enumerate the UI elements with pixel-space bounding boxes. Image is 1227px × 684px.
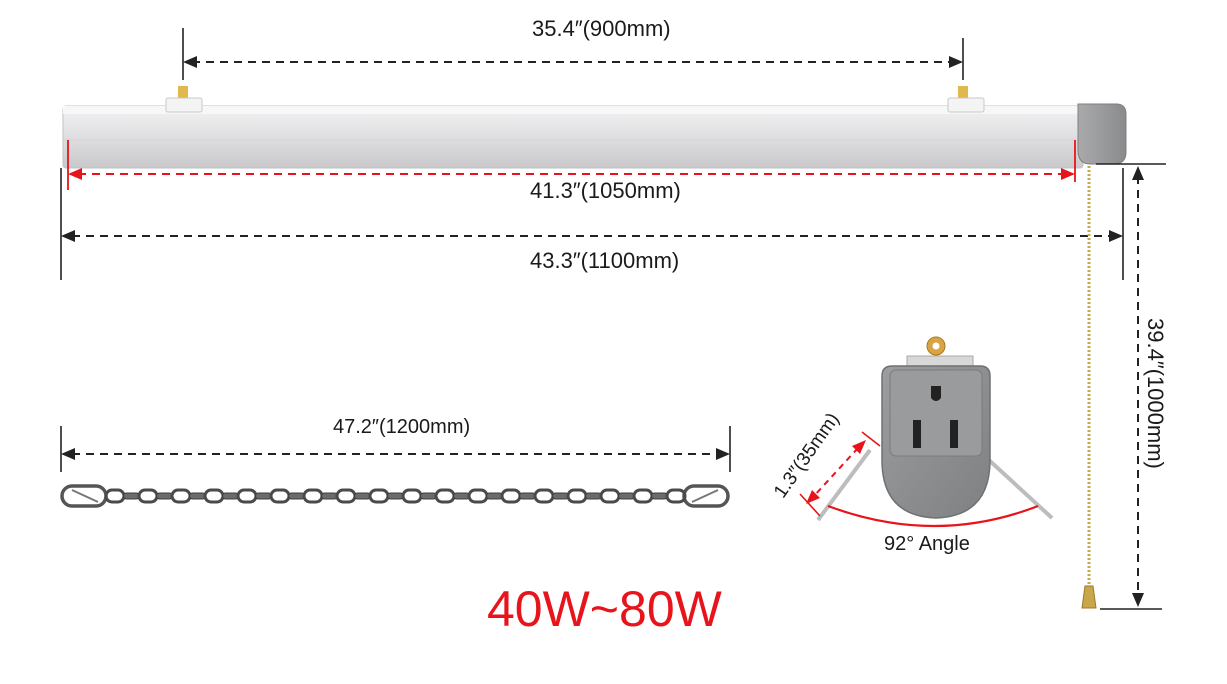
outlet-ground-hole [931,386,941,401]
chain-link [467,488,489,504]
chain-link [170,488,192,504]
chain-hook-right [682,484,730,508]
chain-link [434,488,456,504]
light-fixture [62,86,1127,169]
power-range-label: 40W~80W [487,581,722,637]
chain-link [321,492,338,500]
tube-length-label: 41.3″(1050mm) [530,178,681,203]
chain-link [236,488,258,504]
hanging-chain [60,484,730,508]
chain-hook-left [60,484,108,508]
chain-link [665,488,687,504]
chain-link [500,488,522,504]
chain-link [269,488,291,504]
chain-link [335,488,357,504]
angle-label: 92° Angle [884,533,970,555]
chain-link [486,492,503,500]
pull-chain-weight [1081,585,1097,609]
overall-length-label: 43.3″(1100mm) [530,248,680,273]
tube-length-dimension [67,140,1076,190]
hanger-spacing-label: 35.4″(900mm) [532,16,671,41]
chain-link [203,488,225,504]
chain-link [189,492,206,500]
chain-link [222,492,239,500]
chain-link [104,488,126,504]
pull-chain [1081,166,1097,609]
chain-link [288,492,305,500]
chain-link [420,492,437,500]
hanger-clip-right [947,86,985,113]
chain-link [368,488,390,504]
overall-length-dimension [60,168,1124,280]
chain-link [519,492,536,500]
chain-link [651,492,668,500]
chain-link [453,492,470,500]
chain-link [618,492,635,500]
chain-link [533,488,555,504]
chain-link [156,492,173,500]
power-plug [816,336,1054,522]
chain-link [599,488,621,504]
chain-link [123,492,140,500]
chain-link [566,488,588,504]
outlet-slot-left [913,420,921,448]
chain-link [632,488,654,504]
chain-length-label: 47.2″(1200mm) [333,416,471,438]
chain-link [401,488,423,504]
hanging-chain-dimension [60,426,731,472]
chain-link [255,492,272,500]
pull-chain-length-label: 39.4″(1000mm) [1143,318,1168,469]
chain-link [302,488,324,504]
chain-link [354,492,371,500]
chain-link [585,492,602,500]
outlet-slot-right [950,420,958,448]
chain-link [552,492,569,500]
pull-chain-length-dimension [1096,163,1166,610]
chain-link [387,492,404,500]
end-cap [1077,103,1127,165]
chain-link [137,488,159,504]
angle-arc [827,504,1039,528]
hanger-spacing-dimension [182,28,964,80]
pull-chain-length-label-wrap: 39.4″(1000mm) [1140,318,1170,518]
plug-depth-dimension [799,431,881,517]
hanger-clip-left [165,86,203,113]
